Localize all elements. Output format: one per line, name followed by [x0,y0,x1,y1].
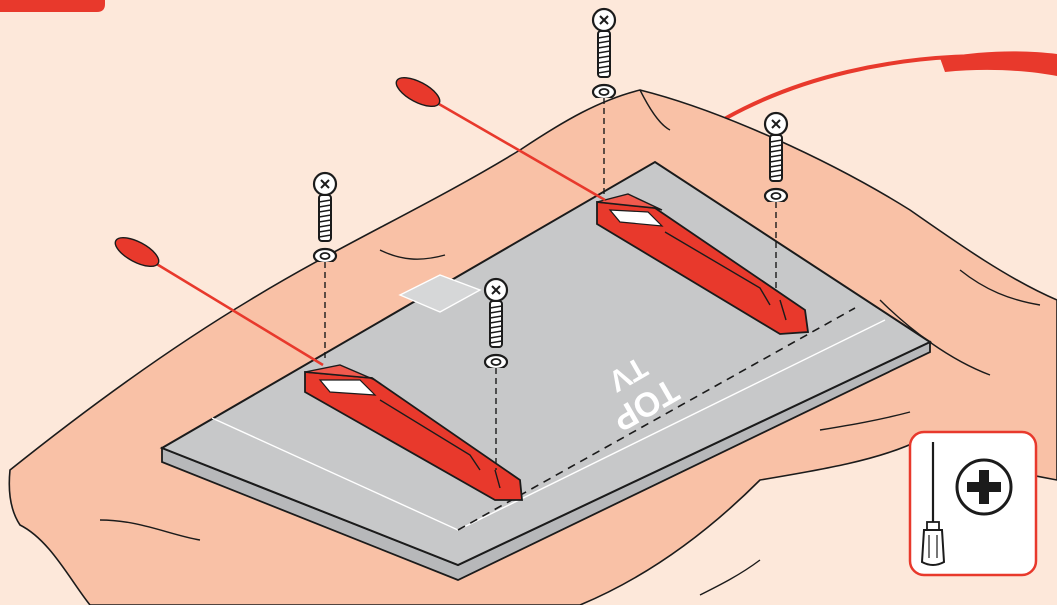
screw-1 [314,173,336,263]
tool-card [910,432,1036,575]
screw-3 [593,9,615,99]
corner-tab [0,0,105,12]
phillips-head-icon [957,460,1011,514]
